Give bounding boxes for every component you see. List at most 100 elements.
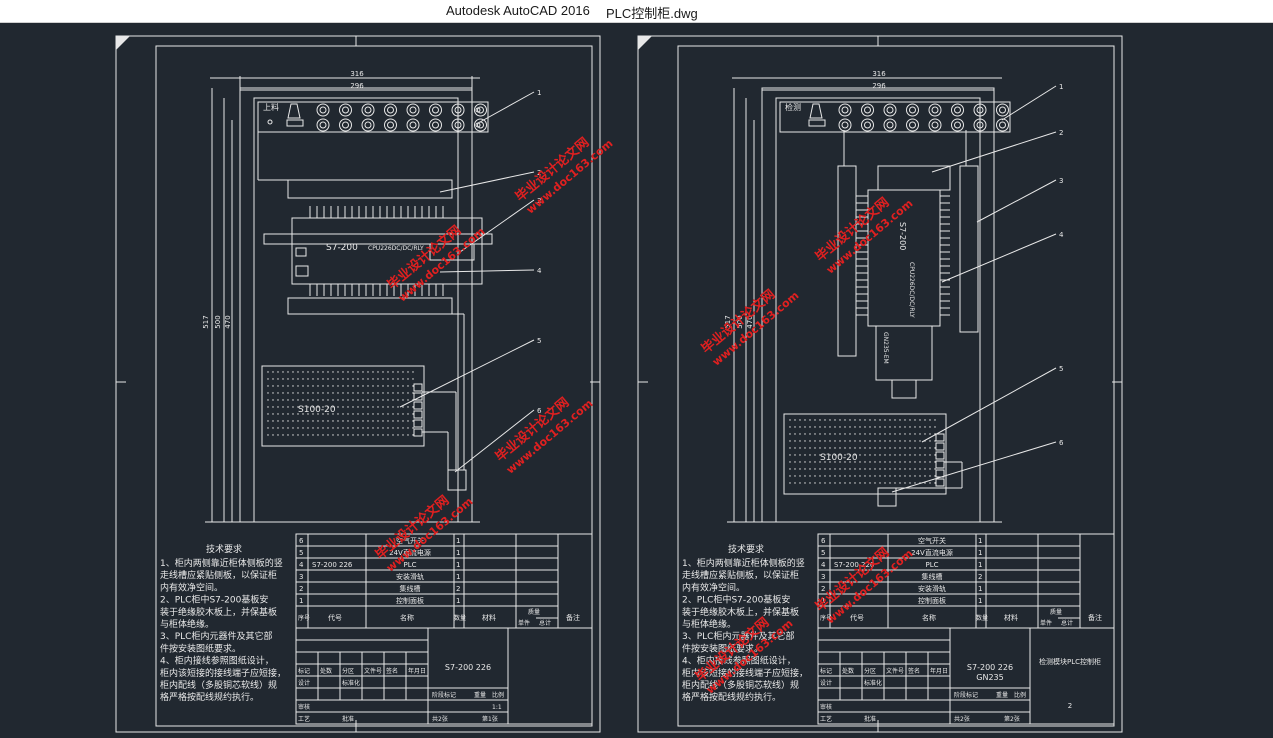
bom-head: 单件 xyxy=(518,619,530,627)
vent-hole xyxy=(929,426,931,428)
vent-hole xyxy=(904,426,906,428)
vent-hole xyxy=(904,440,906,442)
vent-hole xyxy=(282,427,284,429)
vent-hole xyxy=(839,433,841,435)
note-line: 柜内该短接的接线端子应短接， xyxy=(682,667,808,679)
vent-hole xyxy=(874,461,876,463)
vent-hole xyxy=(357,399,359,401)
bom-head: 名称 xyxy=(400,613,414,622)
vent-hole xyxy=(869,461,871,463)
bom-head: 名称 xyxy=(922,613,936,622)
tb-label: 审核 xyxy=(298,703,310,711)
push-button-core xyxy=(454,106,462,114)
dimension-value: 500 xyxy=(214,315,222,328)
vent-hole xyxy=(874,419,876,421)
vent-hole xyxy=(337,420,339,422)
push-button-icon xyxy=(973,118,987,132)
note-line: 与柜体绝缘。 xyxy=(682,618,736,630)
push-button-icon xyxy=(316,103,330,117)
bom-qty: 1 xyxy=(456,549,460,557)
vent-hole xyxy=(382,385,384,387)
vent-hole xyxy=(909,447,911,449)
bom-head: 数量 xyxy=(454,614,466,622)
tb-label: 工艺 xyxy=(820,715,832,723)
vent-hole xyxy=(824,482,826,484)
vent-hole xyxy=(929,468,931,470)
vent-hole xyxy=(894,468,896,470)
vent-hole xyxy=(287,434,289,436)
vent-hole xyxy=(849,468,851,470)
vent-hole xyxy=(322,427,324,429)
vent-hole xyxy=(904,454,906,456)
push-button-icon xyxy=(316,118,330,132)
vent-hole xyxy=(794,419,796,421)
push-button-icon xyxy=(951,118,964,132)
push-button-core xyxy=(477,106,484,114)
vent-hole xyxy=(392,427,394,429)
plc-model: CPU226DC/DC/RLY xyxy=(368,245,424,252)
bom-name: 控制面板 xyxy=(396,596,424,605)
vent-hole xyxy=(317,371,319,373)
vent-hole xyxy=(307,371,309,373)
vent-hole xyxy=(904,475,906,477)
tb-label: 处数 xyxy=(320,667,332,675)
vent-hole xyxy=(347,427,349,429)
vent-hole xyxy=(352,392,354,394)
leader-line xyxy=(439,269,535,273)
bom-name: 控制面板 xyxy=(918,596,946,605)
vent-hole xyxy=(322,420,324,422)
outer-frame xyxy=(637,35,1123,733)
vent-hole xyxy=(844,468,846,470)
vent-hole xyxy=(929,454,931,456)
vent-hole xyxy=(317,420,319,422)
vent-hole xyxy=(302,371,304,373)
vent-hole xyxy=(297,399,299,401)
vent-hole xyxy=(814,454,816,456)
vent-hole xyxy=(357,371,359,373)
vent-hole xyxy=(407,413,409,415)
selector-base xyxy=(286,119,304,127)
vent-hole xyxy=(402,434,404,436)
vent-hole xyxy=(352,406,354,408)
vent-hole xyxy=(819,454,821,456)
push-button-icon xyxy=(973,103,987,117)
vent-hole xyxy=(287,420,289,422)
vent-hole xyxy=(302,427,304,429)
vent-hole xyxy=(839,447,841,449)
vent-hole xyxy=(347,392,349,394)
push-button-core xyxy=(454,121,462,129)
vent-hole xyxy=(834,468,836,470)
vent-hole xyxy=(337,413,339,415)
vent-hole xyxy=(799,468,801,470)
vent-hole xyxy=(387,413,389,415)
vent-hole xyxy=(864,419,866,421)
push-button-core xyxy=(931,121,939,129)
vent-hole xyxy=(904,461,906,463)
vent-hole xyxy=(402,406,404,408)
bom-qty: 1 xyxy=(978,537,982,545)
push-button-core xyxy=(432,106,439,114)
vent-hole xyxy=(854,440,856,442)
vent-hole xyxy=(407,399,409,401)
vent-hole xyxy=(934,482,936,484)
push-button-icon xyxy=(906,103,919,117)
vent-hole xyxy=(352,371,354,373)
vent-hole xyxy=(352,378,354,380)
push-button-icon xyxy=(996,103,1009,117)
vent-hole xyxy=(899,419,901,421)
vent-hole xyxy=(392,434,394,436)
vent-hole xyxy=(839,426,841,428)
push-button-core xyxy=(999,106,1006,114)
vent-hole xyxy=(804,447,806,449)
power-label: S100-20 xyxy=(820,453,858,463)
vent-hole xyxy=(794,482,796,484)
vent-hole xyxy=(372,420,374,422)
tb-label: 标准化 xyxy=(342,679,360,687)
vent-hole xyxy=(367,434,369,436)
bom-name: 空气开关 xyxy=(396,536,424,545)
note-line: 内有效净空间。 xyxy=(682,581,745,593)
power-terminal xyxy=(413,419,423,428)
vent-hole xyxy=(849,454,851,456)
